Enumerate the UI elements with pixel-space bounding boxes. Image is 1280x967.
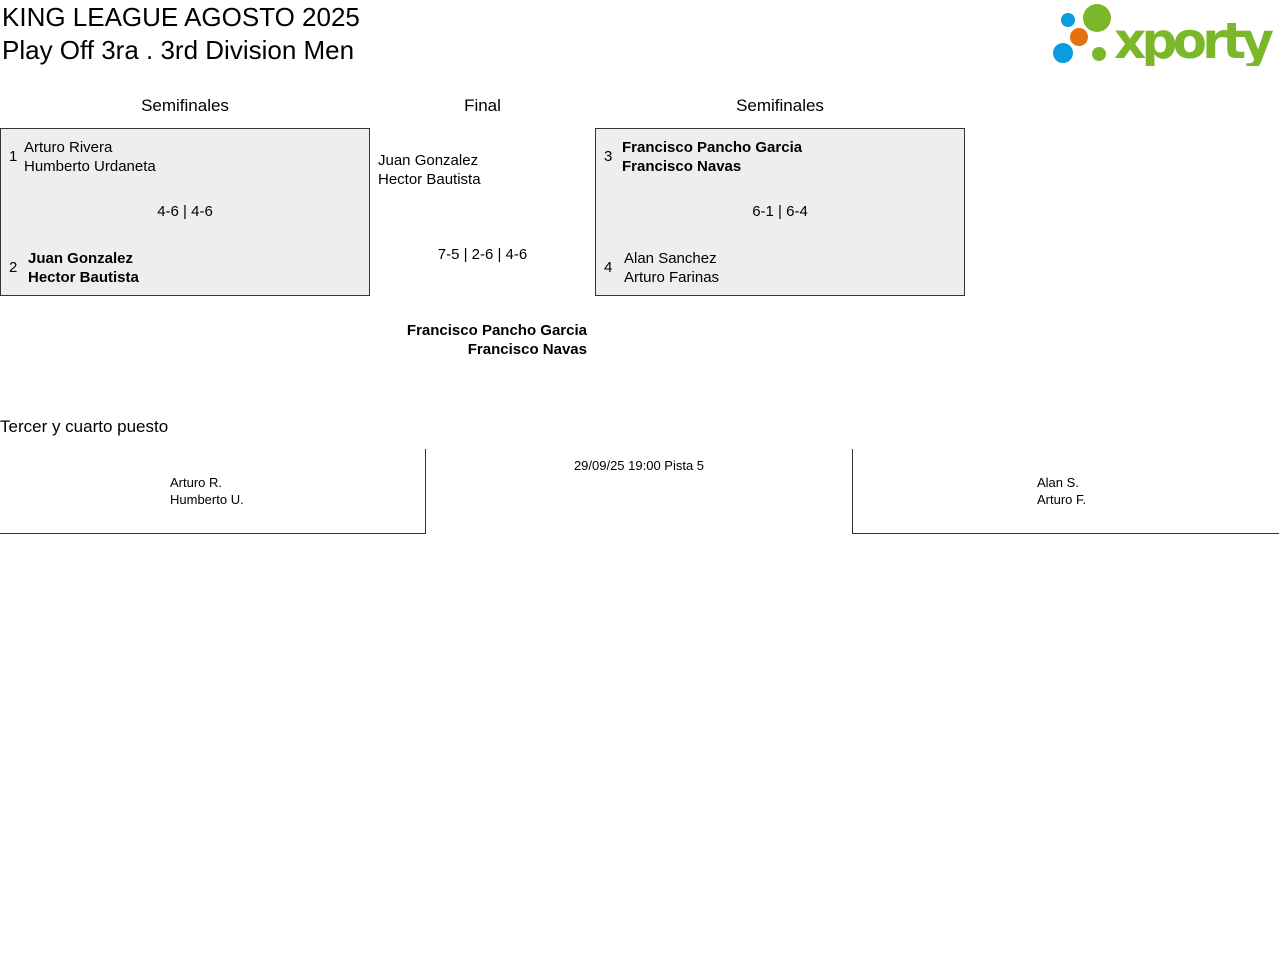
player-name: Arturo Rivera — [24, 139, 113, 156]
team-2: Alan Sanchez Arturo Farinas — [624, 249, 719, 287]
player-name: Arturo Farinas — [624, 269, 720, 286]
third-place-team-1[interactable]: Arturo R. Humberto U. — [0, 449, 426, 534]
team-2-winner: Juan Gonzalez Hector Bautista — [28, 249, 139, 287]
player-name: Alan S. — [1037, 475, 1079, 490]
player-name: Juan Gonzalez — [28, 250, 134, 267]
third-place-title: Tercer y cuarto puesto — [0, 417, 169, 436]
player-name: Arturo F. — [1037, 492, 1087, 507]
player-name: Alan Sanchez — [624, 250, 717, 267]
player-name: Hector Bautista — [28, 269, 139, 286]
seed-number: 4 — [604, 259, 613, 276]
team-1: Arturo Rivera Humberto Urdaneta — [24, 138, 156, 176]
final-score: 7-5 | 2-6 | 4-6 — [437, 246, 528, 263]
team-1-winner: Francisco Pancho Garcia Francisco Navas — [622, 138, 802, 176]
seed-number: 3 — [604, 148, 613, 165]
seed-number: 1 — [9, 148, 18, 165]
player-name: Francisco Pancho Garcia — [406, 322, 587, 339]
final-team-2-winner: Francisco Pancho Garcia Francisco Navas — [370, 321, 587, 359]
svg-text:xporty: xporty — [1114, 12, 1274, 66]
player-name: Humberto U. — [170, 492, 244, 507]
player-name: Hector Bautista — [378, 171, 481, 188]
player-name: Francisco Navas — [622, 158, 742, 175]
page-title: KING LEAGUE AGOSTO 2025 — [2, 2, 360, 32]
xporty-logo: xporty — [1050, 4, 1276, 70]
player-name: Juan Gonzalez — [378, 152, 479, 169]
match-score: 6-1 | 6-4 — [752, 203, 808, 220]
final-team-1: Juan Gonzalez Hector Bautista — [378, 151, 481, 189]
third-place-team-2[interactable]: Alan S. Arturo F. — [852, 449, 1279, 534]
match-score: 4-6 | 4-6 — [157, 203, 213, 220]
round-header-semis-right: Semifinales — [736, 96, 824, 115]
seed-number: 2 — [9, 259, 18, 276]
page-subtitle: Play Off 3ra . 3rd Division Men — [2, 35, 355, 65]
player-name: Francisco Navas — [467, 341, 587, 358]
player-name: Arturo R. — [170, 475, 223, 490]
round-header-final: Final — [464, 96, 501, 115]
semifinal-match-2[interactable]: 3 Francisco Pancho Garcia Francisco Nava… — [595, 128, 965, 296]
round-header-semis-left: Semifinales — [141, 96, 229, 115]
player-name: Humberto Urdaneta — [24, 158, 156, 175]
player-name: Francisco Pancho Garcia — [622, 139, 803, 156]
semifinal-match-1[interactable]: 1 Arturo Rivera Humberto Urdaneta 4-6 | … — [0, 128, 370, 296]
match-schedule: 29/09/25 19:00 Pista 5 — [573, 458, 705, 473]
